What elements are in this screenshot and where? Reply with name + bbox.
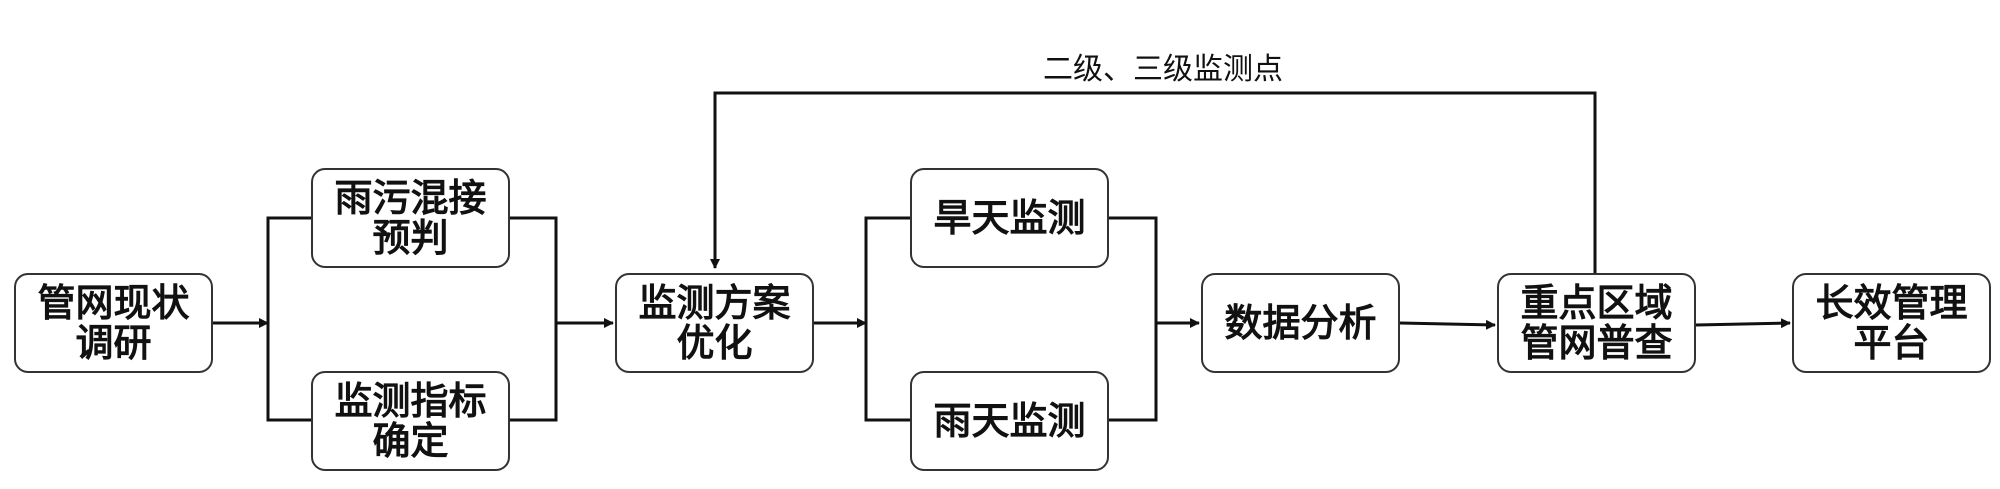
node-platform: 长效管理 平台 xyxy=(1792,273,1991,373)
feedback-loop-arrow xyxy=(710,91,1597,273)
node-key-area-survey: 重点区域 管网普查 xyxy=(1497,273,1696,373)
node-rain-monitoring: 雨天监测 xyxy=(910,371,1109,471)
feedback-label: 二级、三级监测点 xyxy=(1043,52,1283,87)
arrow-analysis-to-keyarea xyxy=(1399,319,1496,330)
node-survey: 管网现状 调研 xyxy=(14,273,213,373)
node-dry-monitoring: 旱天监测 xyxy=(910,168,1109,268)
arrow-keyarea-to-platform xyxy=(1695,318,1791,329)
node-indicators: 监测指标 确定 xyxy=(311,371,510,471)
split-bracket-1 xyxy=(266,216,313,422)
merge-bracket-1 xyxy=(510,216,558,422)
merge-bracket-2 xyxy=(1109,216,1158,422)
node-data-analysis: 数据分析 xyxy=(1201,273,1400,373)
node-mixed-connection: 雨污混接 预判 xyxy=(311,168,510,268)
split-bracket-2 xyxy=(864,216,911,422)
node-plan-optimization: 监测方案 优化 xyxy=(615,273,814,373)
